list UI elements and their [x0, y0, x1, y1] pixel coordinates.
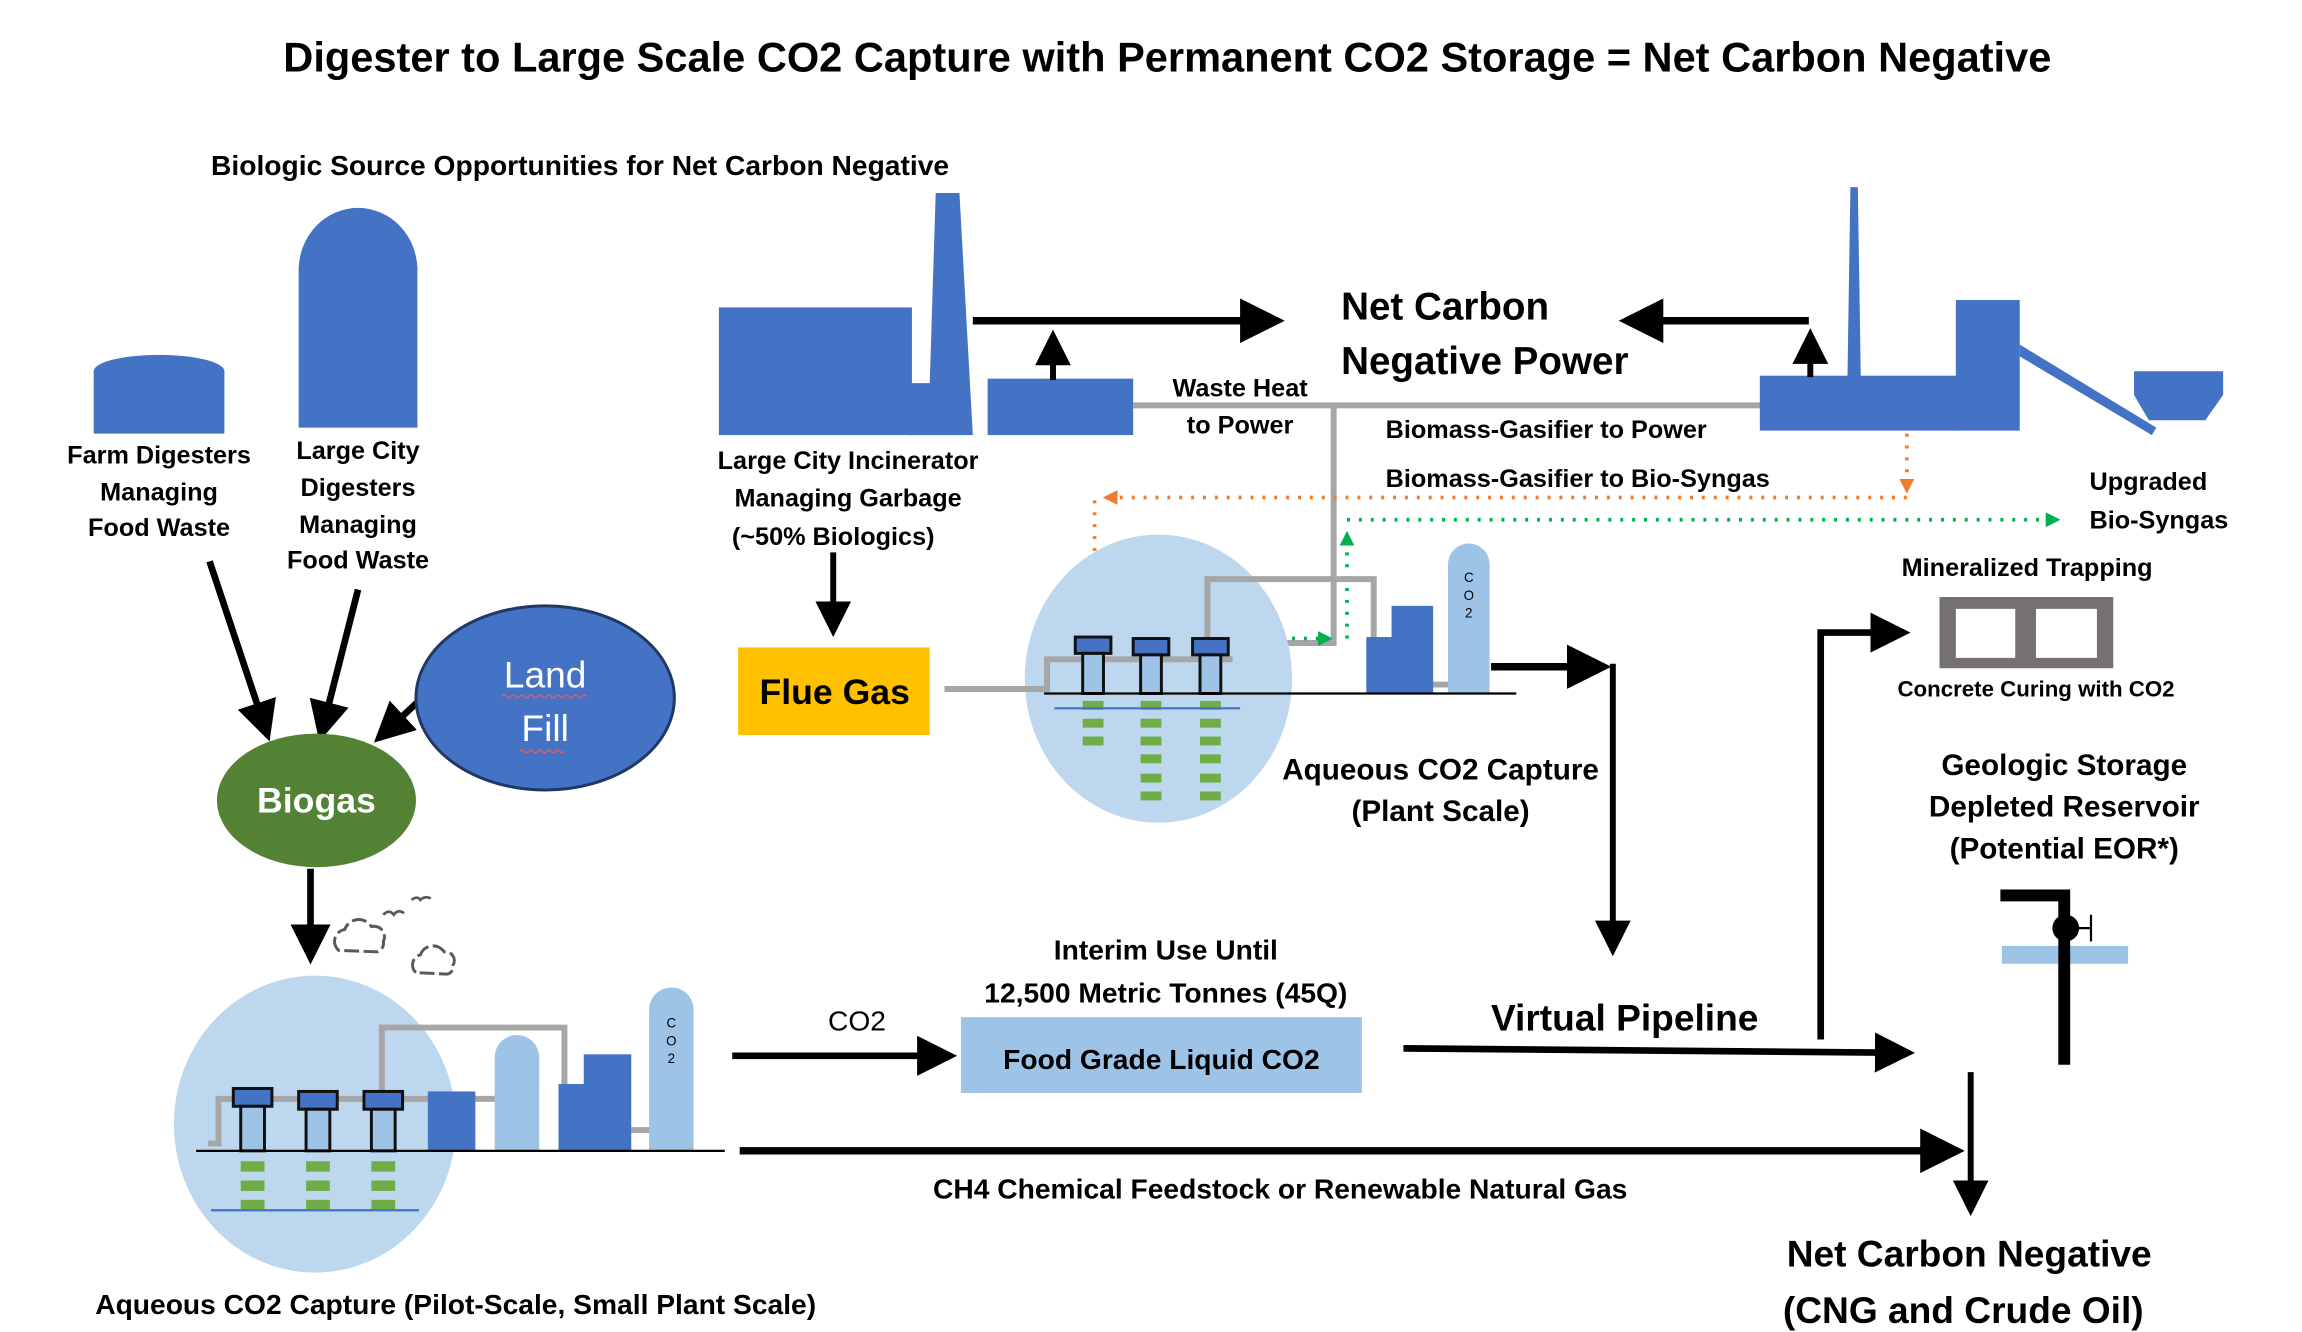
waste-heat-label: to Power	[1187, 412, 1294, 440]
cloud-icon	[333, 918, 456, 976]
pilot-capture-label: Aqueous CO2 Capture (Pilot-Scale, Small …	[95, 1288, 816, 1320]
page-title: Digester to Large Scale CO2 Capture with…	[283, 33, 2051, 80]
flue-gas-box: Flue Gas	[738, 647, 930, 736]
gasifier-icon	[1759, 187, 2224, 436]
injection-well-icon	[2000, 889, 2129, 1065]
label-line: Managing	[100, 478, 218, 506]
farm-digester-icon	[93, 354, 225, 434]
gasifier-to-power-label: Biomass-Gasifier to Power	[1386, 416, 1707, 444]
co2-arrow-label: CO2	[828, 1005, 886, 1037]
label-line: Food Waste	[88, 514, 230, 542]
outcome-label: Net Carbon Negative	[1787, 1233, 2152, 1275]
label-line: Large City	[296, 437, 419, 465]
plant-capture-plant: C O 2	[944, 534, 1517, 823]
pilot-capture-plant: C O 2	[173, 975, 725, 1273]
city-digester-icon	[298, 207, 418, 428]
tank-label: C	[1464, 570, 1474, 585]
interim-label: 12,500 Metric Tonnes (45Q)	[984, 976, 1347, 1008]
virtual-pipeline-label: Virtual Pipeline	[1491, 997, 1758, 1039]
ch4-label: CH4 Chemical Feedstock or Renewable Natu…	[933, 1172, 1627, 1204]
upgraded-syngas-label: Bio-Syngas	[2089, 507, 2228, 535]
label-line: Large City Incinerator	[718, 447, 979, 475]
tank-label: 2	[668, 1051, 675, 1066]
geologic-label: Depleted Reservoir	[1929, 791, 2200, 824]
sources-heading: Biologic Source Opportunities for Net Ca…	[211, 149, 949, 181]
tank-label: O	[1464, 588, 1474, 603]
farm-digesters-label: Farm Digesters Managing Food Waste	[67, 441, 251, 542]
mineralized-heading: Mineralized Trapping	[1902, 554, 2153, 582]
plant-capture-label: Aqueous CO2 Capture	[1282, 754, 1599, 787]
biogas-node: Biogas	[216, 733, 416, 868]
label-line: Managing	[299, 511, 417, 539]
power-label: Negative Power	[1341, 340, 1628, 383]
upgraded-syngas-label: Upgraded	[2089, 468, 2207, 496]
farm-to-biogas-arrow	[206, 560, 276, 742]
tank-label: O	[666, 1033, 676, 1048]
label-line: Digesters	[301, 474, 416, 502]
incinerator-label: Large City Incinerator Managing Garbage …	[718, 447, 979, 551]
power-label: Net Carbon	[1341, 285, 1549, 328]
flue-gas-label: Flue Gas	[759, 672, 909, 712]
plant-capture-label: (Plant Scale)	[1351, 795, 1529, 828]
food-grade-label: Food Grade Liquid CO2	[1003, 1043, 1320, 1075]
mineralized-caption: Concrete Curing with CO2	[1897, 676, 2174, 701]
biogas-label: Biogas	[257, 780, 376, 820]
label-line: Managing Garbage	[734, 484, 961, 512]
landfill-node: Land Fill	[414, 604, 676, 792]
label-line: Food Waste	[287, 547, 429, 575]
outcome-label: (CNG and Crude Oil)	[1783, 1289, 2144, 1331]
geologic-label: (Potential EOR*)	[1950, 832, 2179, 865]
birds-icon	[382, 895, 432, 917]
landfill-label: Land	[504, 654, 587, 696]
city-digesters-label: Large City Digesters Managing Food Waste	[287, 437, 429, 575]
label-line: Farm Digesters	[67, 441, 251, 469]
gasifier-to-syngas-label: Biomass-Gasifier to Bio-Syngas	[1386, 465, 1770, 493]
geologic-label: Geologic Storage	[1941, 749, 2187, 782]
food-grade-to-storage-arrow	[1403, 1032, 1916, 1073]
tank-label: C	[667, 1016, 677, 1031]
city-to-biogas-arrow	[309, 588, 362, 742]
landfill-to-biogas-arrow	[373, 698, 422, 743]
pipeline-to-mineral-arrow	[1817, 612, 1911, 1040]
label-line: (~50% Biologics)	[732, 523, 935, 551]
tank-label: 2	[1465, 606, 1472, 621]
waste-heat-label: Waste Heat	[1173, 374, 1309, 402]
concrete-block-icon	[1939, 596, 2114, 669]
food-grade-box: Food Grade Liquid CO2	[960, 1017, 1362, 1093]
incinerator-icon	[718, 193, 1134, 436]
interim-label: Interim Use Until	[1054, 933, 1278, 965]
landfill-label: Fill	[521, 707, 568, 749]
